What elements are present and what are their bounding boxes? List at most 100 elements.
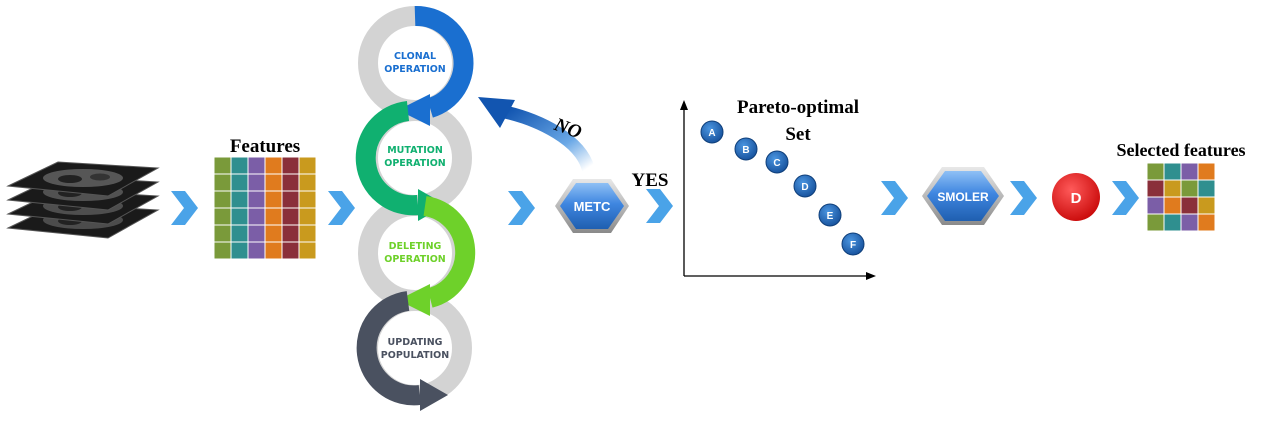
matrix-cell (213, 190, 232, 209)
deleting-arc (423, 196, 476, 308)
matrix-cell (1197, 179, 1216, 198)
updating-arrowhead (420, 379, 448, 411)
matrix-cell (1163, 196, 1182, 215)
clonal-label-line1: CLONAL (394, 51, 436, 62)
matrix-cell (213, 173, 232, 192)
chevron-right-icon (1010, 181, 1037, 215)
matrix-cell (298, 173, 317, 192)
matrix-cell (247, 207, 266, 226)
matrix-cell (281, 190, 300, 209)
pareto-point: D (793, 174, 817, 198)
matrix-cell (1163, 162, 1182, 181)
pareto-points: A B C D EF (700, 120, 865, 256)
matrix-cell (247, 241, 266, 260)
updating-arc (356, 291, 422, 406)
pareto-point: B (734, 137, 758, 161)
pareto-title-line1: Pareto-optimal (737, 97, 859, 118)
matrix-cell (1146, 196, 1165, 215)
matrix-cell (230, 241, 249, 260)
pareto-point-label: E (827, 211, 834, 222)
pareto-title-line2: Set (785, 124, 811, 145)
matrix-cell (1146, 162, 1165, 181)
deleting-label-line2: OPERATION (384, 254, 446, 265)
matrix-cell (247, 224, 266, 243)
d-node: D (1052, 173, 1100, 221)
metc-node: METC (555, 179, 629, 233)
smoler-node: SMOLER (922, 167, 1004, 225)
pareto-point: E (818, 203, 842, 227)
features-label: Features (230, 136, 300, 157)
matrix-cell (1180, 213, 1199, 232)
matrix-cell (230, 224, 249, 243)
clonal-arrowhead (398, 94, 430, 126)
matrix-cell (247, 190, 266, 209)
matrix-cell (1180, 179, 1199, 198)
matrix-cell (230, 190, 249, 209)
deleting-arrowhead (398, 284, 430, 316)
matrix-cell (298, 241, 317, 260)
matrix-cell (298, 207, 317, 226)
ct-slice-stack-icon (6, 161, 160, 239)
smoler-label: SMOLER (937, 190, 989, 204)
matrix-cell (264, 207, 283, 226)
matrix-cell (1163, 213, 1182, 232)
pareto-point: C (765, 150, 789, 174)
matrix-cell (1180, 162, 1199, 181)
matrix-cell (264, 156, 283, 175)
matrix-cell (213, 224, 232, 243)
chevron-right-icon (646, 189, 673, 223)
selected-features-matrix (1146, 162, 1216, 232)
pareto-point-label: B (742, 145, 749, 156)
pareto-point-label: C (773, 158, 780, 169)
matrix-cell (264, 190, 283, 209)
matrix-cell (298, 190, 317, 209)
matrix-cell (298, 224, 317, 243)
matrix-cell (281, 241, 300, 260)
matrix-cell (230, 156, 249, 175)
matrix-cell (213, 156, 232, 175)
matrix-cell (1197, 213, 1216, 232)
updating-label-line2: POPULATION (381, 350, 449, 361)
matrix-cell (1197, 162, 1216, 181)
chevron-right-icon (1112, 181, 1139, 215)
pareto-plot: Pareto-optimal Set A B C D EF (680, 97, 876, 280)
clonal-arc (414, 6, 474, 118)
chevron-right-icon (881, 181, 908, 215)
matrix-cell (264, 241, 283, 260)
features-matrix (213, 156, 317, 260)
matrix-cell (230, 207, 249, 226)
matrix-cell (264, 173, 283, 192)
flow-chevrons (171, 181, 1139, 225)
matrix-cell (1163, 179, 1182, 198)
deleting-label-line1: DELETING (389, 241, 442, 252)
matrix-cell (281, 173, 300, 192)
pareto-point-label: D (801, 182, 808, 193)
updating-label-line1: UPDATING (388, 337, 443, 348)
matrix-cell (281, 207, 300, 226)
pareto-point-label: A (708, 128, 715, 139)
matrix-cell (1197, 196, 1216, 215)
matrix-cell (247, 173, 266, 192)
d-label: D (1071, 190, 1082, 207)
matrix-cell (264, 224, 283, 243)
chevron-right-icon (171, 191, 198, 225)
matrix-cell (298, 156, 317, 175)
matrix-cell (281, 224, 300, 243)
operation-cycle: CLONAL OPERATION MUTATION OPERATION DELE… (355, 6, 476, 411)
matrix-cell (281, 156, 300, 175)
matrix-cell (1146, 179, 1165, 198)
matrix-cell (1146, 213, 1165, 232)
matrix-cell (213, 207, 232, 226)
matrix-cell (1180, 196, 1199, 215)
pareto-point: A (700, 120, 724, 144)
chevron-right-icon (328, 191, 355, 225)
matrix-cell (213, 241, 232, 260)
mutation-label-line2: OPERATION (384, 158, 446, 169)
mutation-label-line1: MUTATION (387, 145, 443, 156)
mutation-arc (355, 101, 420, 216)
pareto-point: F (841, 232, 865, 256)
chevron-right-icon (508, 191, 535, 225)
selected-features-label: Selected features (1116, 140, 1245, 160)
metc-label: METC (574, 199, 611, 214)
